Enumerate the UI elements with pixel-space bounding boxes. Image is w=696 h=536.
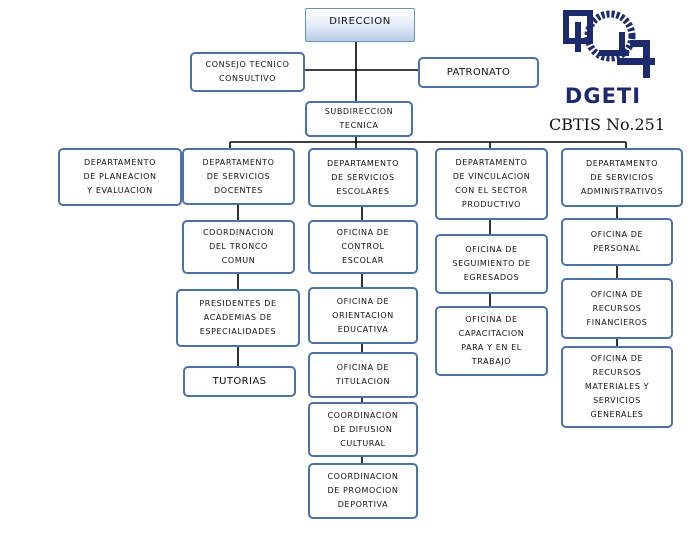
vinculacion-item: OFICINA DE SEGUIMIENTO DE EGRESADOS: [435, 234, 548, 294]
planeacion-box: DEPARTAMENTO DE PLANEACION Y EVALUACION: [58, 148, 182, 206]
docentes-item: PRESIDENTES DE ACADEMIAS DE ESPECIALIDAD…: [176, 289, 300, 347]
patronato-box: PATRONATO: [418, 57, 539, 88]
escolares-head: DEPARTAMENTO DE SERVICIOS ESCOLARES: [308, 148, 418, 207]
vinculacion-head: DEPARTAMENTO DE VINCULACION CON EL SECTO…: [435, 148, 548, 220]
dgeti-logo-text: DGETI: [564, 84, 642, 108]
administrativos-item: OFICINA DE RECURSOS MATERIALES Y SERVICI…: [561, 346, 673, 428]
subdireccion-box: SUBDIRECCION TECNICA: [305, 101, 413, 137]
escolares-item: COORDINACION DE PROMOCION DEPORTIVA: [308, 463, 418, 519]
dgeti-logo-icon: [563, 10, 655, 78]
escolares-item: OFICINA DE ORIENTACION EDUCATIVA: [308, 287, 418, 344]
campus-name: CBTIS No.251: [548, 115, 665, 134]
docentes-item: COORDINACION DEL TRONCO COMUN: [182, 220, 295, 274]
administrativos-head: DEPARTAMENTO DE SERVICIOS ADMINISTRATIVO…: [561, 148, 683, 207]
docentes-head: DEPARTAMENTO DE SERVICIOS DOCENTES: [182, 148, 295, 205]
consejo-tecnico-box: CONSEJO TECNICO CONSULTIVO: [190, 52, 305, 92]
escolares-item: OFICINA DE CONTROL ESCOLAR: [308, 220, 418, 274]
escolares-item: OFICINA DE TITULACION: [308, 352, 418, 398]
escolares-item: COORDINACION DE DIFUSION CULTURAL: [308, 402, 418, 457]
vinculacion-item: OFICINA DE CAPACITACION PARA Y EN EL TRA…: [435, 306, 548, 376]
administrativos-item: OFICINA DE PERSONAL: [561, 218, 673, 266]
docentes-item: TUTORIAS: [183, 366, 296, 397]
direccion-box: DIRECCION: [305, 8, 415, 42]
administrativos-item: OFICINA DE RECURSOS FINANCIEROS: [561, 278, 673, 339]
